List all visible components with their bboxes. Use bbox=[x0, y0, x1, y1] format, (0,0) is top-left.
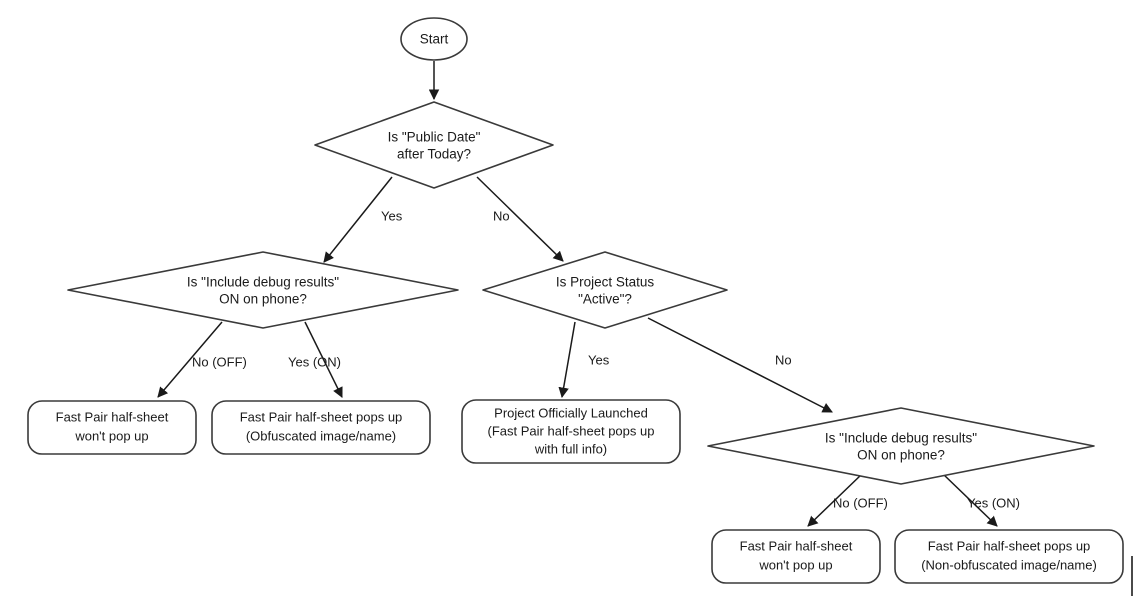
node-result-launched-line2: (Fast Pair half-sheet pops up bbox=[488, 423, 655, 438]
node-start[interactable]: Start bbox=[400, 17, 468, 61]
edge-labels-layer: Yes No No (OFF) Yes (ON) Yes No No (OFF)… bbox=[192, 208, 1020, 510]
node-start-label: Start bbox=[420, 32, 449, 47]
edge-label-debug-right-no: No (OFF) bbox=[833, 495, 888, 510]
edge-project-status-yes bbox=[558, 321, 576, 399]
node-result-no-popup-left-line2: won't pop up bbox=[74, 428, 148, 443]
node-result-no-popup-right-line2: won't pop up bbox=[758, 557, 832, 572]
edge-project-status-no bbox=[647, 317, 833, 413]
node-result-no-popup-left[interactable]: Fast Pair half-sheet won't pop up bbox=[27, 400, 197, 455]
node-result-launched-line1: Project Officially Launched bbox=[494, 405, 648, 420]
node-debug-right-line2: ON on phone? bbox=[857, 448, 945, 463]
node-result-non-obfuscated-line1: Fast Pair half-sheet pops up bbox=[928, 538, 1091, 553]
node-result-launched-line3: with full info) bbox=[534, 441, 607, 456]
node-result-non-obfuscated-line2: (Non-obfuscated image/name) bbox=[921, 557, 1097, 572]
node-public-date-line2: after Today? bbox=[397, 147, 471, 162]
node-project-status-line2: "Active"? bbox=[578, 292, 632, 307]
edge-label-public-date-yes: Yes bbox=[381, 208, 403, 223]
edge-label-debug-right-yes: Yes (ON) bbox=[967, 495, 1020, 510]
edge-debug-right-no bbox=[807, 473, 863, 527]
node-project-status-line1: Is Project Status bbox=[556, 275, 655, 290]
node-result-no-popup-right[interactable]: Fast Pair half-sheet won't pop up bbox=[711, 529, 881, 584]
edge-label-project-status-yes: Yes bbox=[588, 352, 610, 367]
edges-layer bbox=[157, 61, 998, 527]
node-project-status[interactable]: Is Project Status "Active"? bbox=[482, 251, 728, 329]
edge-debug-right-yes bbox=[942, 473, 998, 527]
node-result-no-popup-right-line1: Fast Pair half-sheet bbox=[740, 538, 853, 553]
edge-public-date-yes bbox=[323, 176, 393, 263]
edge-label-debug-left-yes: Yes (ON) bbox=[288, 354, 341, 369]
node-result-obfuscated[interactable]: Fast Pair half-sheet pops up (Obfuscated… bbox=[211, 400, 431, 455]
node-result-obfuscated-line1: Fast Pair half-sheet pops up bbox=[240, 409, 403, 424]
nodes-layer: Start Is "Public Date" after Today? Is "… bbox=[27, 17, 1124, 584]
node-debug-right[interactable]: Is "Include debug results" ON on phone? bbox=[707, 407, 1095, 485]
node-result-obfuscated-line2: (Obfuscated image/name) bbox=[246, 428, 396, 443]
node-result-launched[interactable]: Project Officially Launched (Fast Pair h… bbox=[461, 399, 681, 464]
edge-debug-left-yes bbox=[304, 321, 343, 398]
page-edge-artifact bbox=[1131, 556, 1133, 596]
node-debug-left-line1: Is "Include debug results" bbox=[187, 275, 339, 290]
node-debug-left[interactable]: Is "Include debug results" ON on phone? bbox=[67, 251, 459, 329]
edge-public-date-no bbox=[476, 176, 564, 262]
edge-label-debug-left-no: No (OFF) bbox=[192, 354, 247, 369]
node-public-date-line1: Is "Public Date" bbox=[388, 130, 481, 145]
node-debug-left-line2: ON on phone? bbox=[219, 292, 307, 307]
node-public-date[interactable]: Is "Public Date" after Today? bbox=[314, 101, 554, 189]
node-result-non-obfuscated[interactable]: Fast Pair half-sheet pops up (Non-obfusc… bbox=[894, 529, 1124, 584]
node-result-no-popup-left-line1: Fast Pair half-sheet bbox=[56, 409, 169, 424]
node-debug-right-line1: Is "Include debug results" bbox=[825, 431, 977, 446]
edge-label-project-status-no: No bbox=[775, 352, 792, 367]
edge-debug-left-no bbox=[157, 321, 223, 398]
edge-label-public-date-no: No bbox=[493, 208, 510, 223]
